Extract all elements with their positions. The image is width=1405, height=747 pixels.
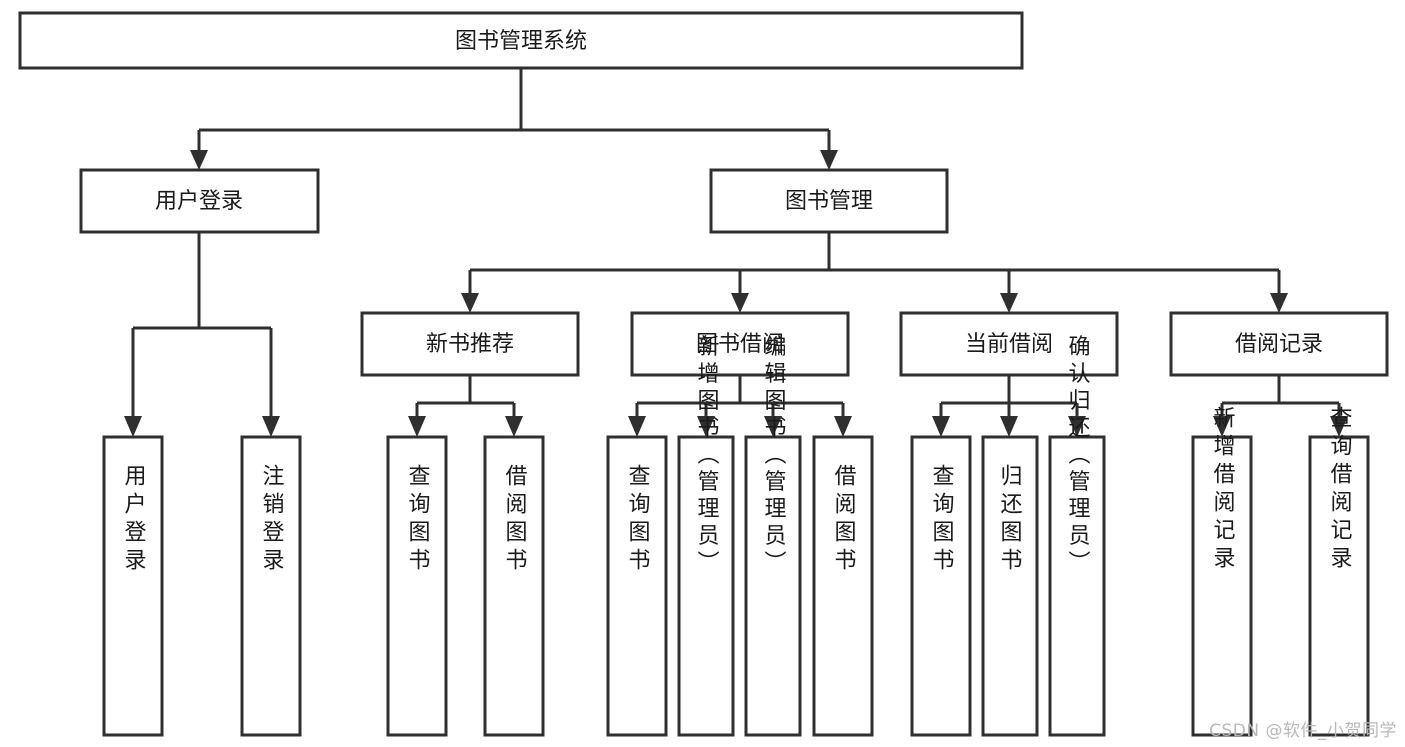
node-new-book-rec-label: 新书推荐 xyxy=(426,332,514,357)
node-leaf-query-book-1-box[interactable] xyxy=(386,435,448,737)
arrow-head-leaf-add-book xyxy=(697,416,715,437)
node-leaf-confirm-return-box[interactable] xyxy=(1048,435,1106,737)
node-leaf-query-book-1-label: 查询图书 xyxy=(405,464,431,576)
arrow-head-leaf-query-book-1 xyxy=(408,416,426,437)
node-new-book-rec-box[interactable] xyxy=(360,311,580,377)
node-leaf-logout-box[interactable] xyxy=(240,435,302,737)
node-leaf-logout-label: 注销登录 xyxy=(259,464,285,576)
node-leaf-user-login[interactable]: 用户登录 xyxy=(102,435,164,737)
node-borrow-record[interactable]: 借阅记录 xyxy=(1169,311,1389,377)
node-leaf-query-book-2[interactable]: 查询图书 xyxy=(606,435,668,737)
node-leaf-query-record-label: 查询借阅记录 xyxy=(1327,406,1353,574)
arrow-head-new-book-rec xyxy=(461,293,479,313)
node-leaf-edit-book-box[interactable] xyxy=(744,435,802,737)
node-leaf-borrow-book-1-box[interactable] xyxy=(483,435,545,737)
node-leaf-user-login-box[interactable] xyxy=(102,435,164,737)
node-leaf-add-book-label: 新增图书（管理员） xyxy=(694,335,720,578)
node-user-login-label: 用户登录 xyxy=(155,189,243,214)
node-leaf-query-book-2-box[interactable] xyxy=(606,435,668,737)
node-leaf-edit-book-label: 编辑图书（管理员） xyxy=(761,335,787,578)
node-borrow-record-box[interactable] xyxy=(1169,311,1389,377)
node-leaf-borrow-book-2[interactable]: 借阅图书 xyxy=(812,435,874,737)
arrow-head-user-login xyxy=(190,150,208,170)
arrow-head-leaf-logout xyxy=(262,416,280,437)
arrow-head-leaf-add-record xyxy=(1213,416,1231,437)
node-leaf-add-record-box[interactable] xyxy=(1191,435,1253,737)
node-leaf-query-record-box[interactable] xyxy=(1308,435,1370,737)
node-new-book-rec[interactable]: 新书推荐 xyxy=(360,311,580,377)
arrow-head-leaf-user-login xyxy=(124,416,142,437)
node-user-login[interactable]: 用户登录 xyxy=(79,168,320,234)
node-leaf-query-record[interactable]: 查询借阅记录 xyxy=(1308,406,1370,737)
node-leaf-borrow-book-2-label: 借阅图书 xyxy=(831,464,857,576)
arrow-head-leaf-query-record xyxy=(1330,416,1348,437)
node-book-manage[interactable]: 图书管理 xyxy=(709,168,949,234)
node-user-login-box[interactable] xyxy=(79,168,320,234)
node-book-borrow-label: 图书借阅 xyxy=(696,332,784,357)
node-leaf-add-record-label: 新增借阅记录 xyxy=(1210,406,1236,574)
node-leaf-confirm-return[interactable]: 确认归还（管理员） xyxy=(1048,335,1106,737)
node-book-borrow[interactable]: 图书借阅 xyxy=(630,311,850,377)
node-leaf-add-record[interactable]: 新增借阅记录 xyxy=(1191,406,1253,737)
node-leaf-edit-book[interactable]: 编辑图书（管理员） xyxy=(744,335,802,737)
node-leaf-return-book[interactable]: 归还图书 xyxy=(981,435,1039,737)
node-leaf-return-book-label: 归还图书 xyxy=(997,464,1023,576)
node-leaf-query-book-3[interactable]: 查询图书 xyxy=(910,435,972,737)
arrow-head-leaf-borrow-book-2 xyxy=(834,416,852,437)
node-book-borrow-box[interactable] xyxy=(630,311,850,377)
connector-layer xyxy=(124,68,1348,437)
node-book-manage-box[interactable] xyxy=(709,168,949,234)
node-leaf-query-book-3-label: 查询图书 xyxy=(929,464,955,576)
node-leaf-logout[interactable]: 注销登录 xyxy=(240,435,302,737)
arrow-head-leaf-borrow-book-1 xyxy=(505,416,523,437)
arrow-head-book-borrow xyxy=(731,293,749,313)
node-borrow-record-label: 借阅记录 xyxy=(1235,332,1323,357)
node-leaf-query-book-2-label: 查询图书 xyxy=(625,464,651,576)
node-leaf-query-book-1[interactable]: 查询图书 xyxy=(386,435,448,737)
node-current-borrow-box[interactable] xyxy=(899,311,1119,377)
arrow-head-current-borrow xyxy=(1000,293,1018,313)
node-root-box[interactable] xyxy=(18,11,1024,70)
node-current-borrow[interactable]: 当前借阅 xyxy=(899,311,1119,377)
arrow-head-leaf-edit-book xyxy=(764,416,782,437)
node-current-borrow-label: 当前借阅 xyxy=(965,332,1053,357)
arrow-head-leaf-confirm-return xyxy=(1068,416,1086,437)
node-root[interactable]: 图书管理系统 xyxy=(18,11,1024,70)
node-leaf-add-book[interactable]: 新增图书（管理员） xyxy=(677,335,735,737)
node-root-label: 图书管理系统 xyxy=(455,29,587,54)
node-leaf-return-book-box[interactable] xyxy=(981,435,1039,737)
arrow-head-leaf-return-book xyxy=(1000,416,1018,437)
node-leaf-borrow-book-1-label: 借阅图书 xyxy=(502,464,528,576)
node-book-manage-label: 图书管理 xyxy=(785,189,873,214)
arrow-head-leaf-query-book-3 xyxy=(932,416,950,437)
node-leaf-add-book-box[interactable] xyxy=(677,435,735,737)
node-leaf-user-login-label: 用户登录 xyxy=(121,464,147,576)
node-leaf-borrow-book-1[interactable]: 借阅图书 xyxy=(483,435,545,737)
arrow-head-borrow-record xyxy=(1270,293,1288,313)
arrow-head-leaf-query-book-2 xyxy=(628,416,646,437)
node-leaf-query-book-3-box[interactable] xyxy=(910,435,972,737)
arrow-head-book-manage xyxy=(820,150,838,170)
node-leaf-borrow-book-2-box[interactable] xyxy=(812,435,874,737)
node-leaf-confirm-return-label: 确认归还（管理员） xyxy=(1065,335,1091,578)
